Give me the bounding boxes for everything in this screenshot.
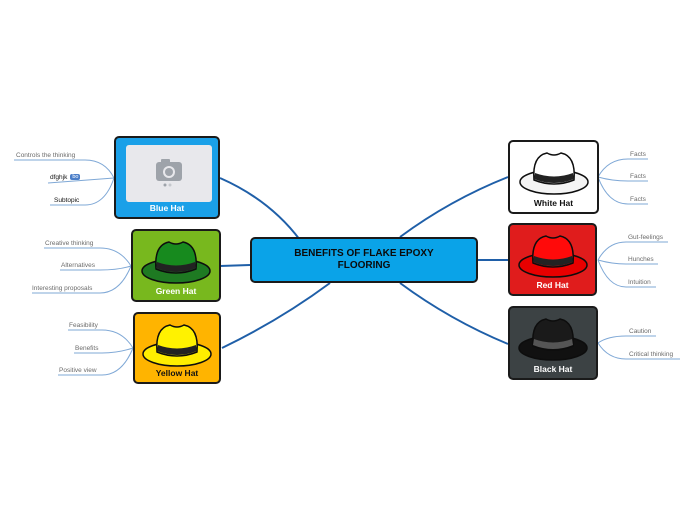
leaf-lines-yellow	[58, 329, 134, 376]
link-green	[219, 264, 251, 267]
red-hat-label: Red Hat	[536, 280, 569, 290]
leaf-interesting-proposals[interactable]: Interesting proposals	[32, 285, 93, 292]
leaf-lines-black	[597, 335, 680, 360]
leaf-lines-red	[597, 241, 668, 288]
leaf-positive-view[interactable]: Positive view	[59, 367, 97, 374]
yellow-hat-label: Yellow Hat	[155, 368, 199, 378]
yellow-hat-node[interactable]: Yellow Hat	[133, 312, 221, 384]
leaf-hunches[interactable]: Hunches	[628, 256, 654, 263]
fedora-hat-icon	[517, 235, 588, 278]
leaf-controls-the-thinking[interactable]: Controls the thinking	[16, 152, 76, 159]
blue-hat-label: Blue Hat	[149, 203, 185, 213]
camera-icon	[156, 159, 182, 187]
leaf-creative-thinking[interactable]: Creative thinking	[45, 240, 94, 247]
leaf-facts-3[interactable]: Facts	[630, 196, 646, 203]
leaf-lines-green	[32, 247, 132, 294]
leaf-lines-blue	[14, 159, 115, 206]
fedora-hat-icon	[141, 241, 211, 284]
green-hat-label: Green Hat	[155, 286, 197, 296]
green-hat-node[interactable]: Green Hat	[131, 229, 221, 302]
black-hat-node[interactable]: Black Hat	[508, 306, 598, 380]
fedora-hat-icon	[142, 324, 212, 367]
blue-hat-image-placeholder	[126, 145, 212, 202]
black-hat-label: Black Hat	[533, 364, 573, 374]
central-topic[interactable]: BENEFITS OF FLAKE EPOXY FLOORING	[250, 237, 478, 283]
leaf-dfghjk-text: dfghjk	[50, 174, 68, 181]
leaf-facts-1[interactable]: Facts	[630, 151, 646, 158]
leaf-caution[interactable]: Caution	[629, 328, 652, 335]
central-topic-title: BENEFITS OF FLAKE EPOXY FLOORING	[294, 248, 434, 271]
link-yellow	[221, 282, 331, 349]
blue-hat-node[interactable]: Blue Hat	[114, 136, 220, 219]
link-blue	[219, 177, 301, 241]
leaf-critical-thinking[interactable]: Critical thinking	[629, 351, 674, 358]
leaf-lines-white	[597, 158, 648, 205]
leaf-alternatives[interactable]: Alternatives	[61, 262, 95, 269]
link-black	[399, 282, 509, 345]
white-hat-node[interactable]: White Hat	[508, 140, 599, 214]
leaf-tag: bo	[70, 174, 81, 181]
link-white	[399, 176, 509, 238]
leaf-benefits[interactable]: Benefits	[75, 345, 99, 352]
leaf-facts-2[interactable]: Facts	[630, 173, 646, 180]
fedora-hat-icon	[518, 318, 588, 361]
red-hat-node[interactable]: Red Hat	[508, 223, 597, 296]
leaf-intuition[interactable]: Intuition	[628, 279, 651, 286]
white-hat-label: White Hat	[533, 198, 574, 208]
leaf-subtopic[interactable]: Subtopic	[54, 197, 80, 204]
leaf-gut-feelings[interactable]: Gut-feelings	[628, 234, 664, 241]
leaf-feasibility[interactable]: Feasibility	[69, 322, 98, 329]
fedora-hat-icon	[518, 152, 589, 195]
